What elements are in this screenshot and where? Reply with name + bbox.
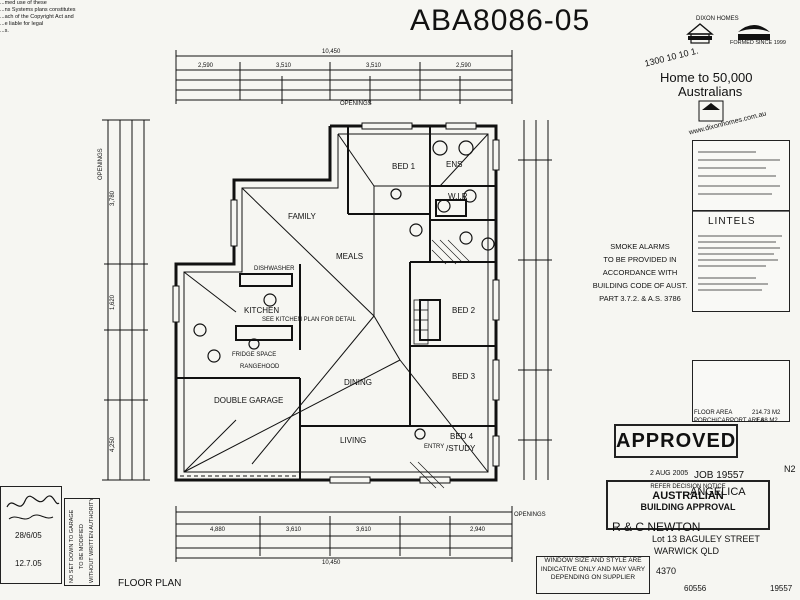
copyright-notice: ...med use of these ...ns Systems plans … <box>0 0 76 35</box>
signoff-date: 28/6/05 <box>15 531 42 540</box>
building-approval-stamp: REFER DECISION NOTICE AUSTRALIAN BUILDIN… <box>606 480 770 530</box>
room-bed4: BED 4 <box>450 432 474 441</box>
dim-bottom: 2,940 <box>470 527 486 533</box>
client-signature-box: 28/6/05 12.7.05 <box>0 486 62 584</box>
client-lot: Lot 13 BAGULEY STREET <box>652 534 760 544</box>
fridge-label: FRIDGE SPACE <box>232 352 277 358</box>
sheet-number: 19557 <box>770 584 793 593</box>
window-note-line: DEPENDING ON SUPPLIER <box>550 574 636 581</box>
room-dining: DINING <box>344 378 372 387</box>
badge-logo-icon <box>698 100 724 122</box>
room-ensuite: ENS <box>446 160 463 169</box>
document-number: ABA8086-05 <box>410 4 591 37</box>
room-bed2: BED 2 <box>452 306 476 315</box>
copyright-line: ...med use of these <box>0 0 47 6</box>
window-size-note: WINDOW SIZE AND STYLE ARE INDICATIVE ONL… <box>536 556 650 594</box>
refer-decision-notice: REFER DECISION NOTICE <box>650 484 726 490</box>
approved-stamp: APPROVED <box>614 424 738 458</box>
smoke-alarm-line: SMOKE ALARMS <box>610 242 670 251</box>
dim-left: 4,250 <box>110 436 116 452</box>
dim-bottom: 3,610 <box>356 527 372 533</box>
general-notes-lines <box>698 151 780 195</box>
room-garage: DOUBLE GARAGE <box>214 396 284 405</box>
revision: N2 <box>784 464 796 474</box>
dim-top: 3,510 <box>276 63 292 69</box>
smoke-alarm-line: ACCORDANCE WITH <box>602 268 678 277</box>
plan-title: FLOOR PLAN <box>118 578 182 589</box>
copyright-line: ...ns Systems plans constitutes <box>0 7 76 13</box>
porch-area-label: PORCH/CARPORT AREA <box>694 418 765 424</box>
dim-top: 3,510 <box>366 63 382 69</box>
openings-side-label: OPENINGS <box>98 148 104 180</box>
lintels-heading: LINTELS <box>708 216 756 227</box>
client-postcode: 4370 <box>656 566 677 576</box>
dim-bottom: 3,610 <box>286 527 302 533</box>
copyright-line: ...s. <box>0 28 9 34</box>
openings-bottom-label: OPENINGS <box>514 512 546 518</box>
dim-left: 1,620 <box>110 294 116 310</box>
dim-top: 2,590 <box>198 63 214 69</box>
lintel-schedule-lines <box>698 235 782 291</box>
room-bed1: BED 1 <box>392 162 416 171</box>
brand-tagline: Home to 50,000 <box>660 70 753 85</box>
room-living: LIVING <box>340 436 367 445</box>
client-name: R & C NEWTON <box>612 520 701 534</box>
approval-body-2: BUILDING APPROVAL <box>640 502 736 512</box>
approval-body: AUSTRALIAN <box>652 490 724 502</box>
smoke-alarm-line: TO BE PROVIDED IN <box>603 255 677 264</box>
dim-left: 3,780 <box>110 190 116 206</box>
room-study: /STUDY <box>446 444 476 453</box>
lintels-block <box>692 210 790 312</box>
smoke-alarm-note: SMOKE ALARMS TO BE PROVIDED IN ACCORDANC… <box>588 240 692 305</box>
garage-setdown-note: NO SET DOWN TO GARAGE TO BE MODIFIED WIT… <box>64 498 100 586</box>
window-note-line: WINDOW SIZE AND STYLE ARE <box>544 557 642 564</box>
overall-width-top: 10,450 <box>322 49 341 55</box>
brand-since: DIXON HOMES <box>696 16 739 22</box>
signoff-date-2: 12.7.05 <box>15 559 42 568</box>
drawn-by-block <box>692 360 790 422</box>
dim-bottom: 4,880 <box>210 527 226 533</box>
approval-date: 2 AUG 2005 <box>650 470 689 477</box>
window-note-line: INDICATIVE ONLY AND MAY VARY <box>540 565 646 573</box>
openings-top-label: OPENINGS <box>340 101 372 107</box>
garage-note-line: WITHOUT WRITTEN AUTHORITY <box>89 497 95 583</box>
eagle-logo-icon <box>736 18 772 42</box>
dim-top: 2,590 <box>456 63 472 69</box>
garage-note-line: NO SET DOWN TO GARAGE <box>69 509 75 583</box>
garage-note-line: TO BE MODIFIED <box>79 524 85 569</box>
room-family: FAMILY <box>288 212 316 221</box>
floor-area-value: 214.73 M2 <box>752 410 781 416</box>
rangehood-label: RANGEHOOD <box>240 364 280 370</box>
overall-width-bottom: 10,450 <box>322 560 341 566</box>
job-number: JOB 19557 <box>694 470 745 481</box>
room-bed3: BED 3 <box>452 372 476 381</box>
room-kitchen: KITCHEN <box>244 306 280 315</box>
copyright-line: ...ach of the Copyright Act and <box>0 14 74 20</box>
design-name: ANGELICA <box>690 486 746 498</box>
room-wir: W.I.R <box>448 192 468 201</box>
porch-area-value: 1.88 M2 <box>756 418 778 424</box>
signature-mark <box>6 495 60 520</box>
builder-brand-block: 1300 10 10 1. DIXON HOMES FORMED SINCE 1… <box>640 8 800 138</box>
floor-area-label: FLOOR AREA <box>694 410 733 416</box>
house-logo-icon <box>686 22 714 44</box>
room-entry: ENTRY <box>424 444 445 450</box>
smoke-alarm-line: PART 3.7.2. & A.S. 3786 <box>599 294 681 303</box>
room-meals: MEALS <box>336 252 364 261</box>
smoke-alarm-line: BUILDING CODE OF AUST. <box>592 281 688 290</box>
brand-tagline-2: Australians <box>678 84 743 99</box>
kitchen-note: SEE KITCHEN PLAN FOR DETAIL <box>262 317 356 323</box>
client-town: WARWICK QLD <box>654 546 720 556</box>
copyright-line: ...e liable for legal <box>0 21 44 27</box>
brand-since-sub: FORMED SINCE 1999 <box>730 40 786 46</box>
dishwasher-label: DISHWASHER <box>254 266 295 272</box>
plan-number: 60556 <box>684 584 707 593</box>
